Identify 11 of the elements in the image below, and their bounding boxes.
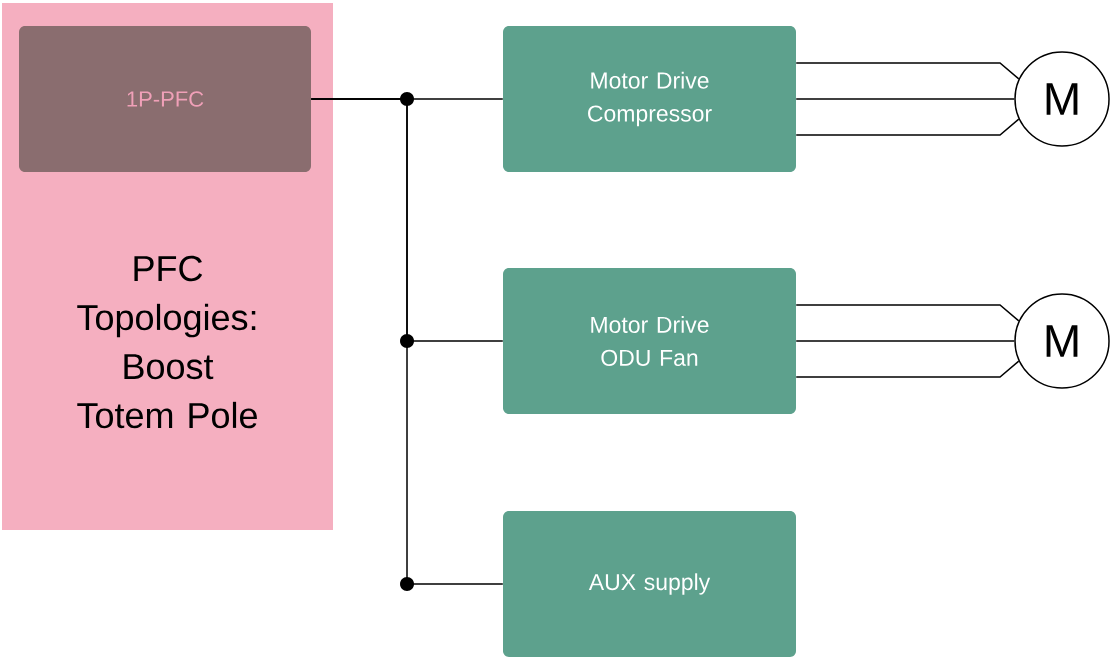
wire bbox=[795, 360, 1020, 378]
drive-block: AUX supply bbox=[503, 511, 796, 657]
wire bbox=[795, 62, 1020, 80]
wire bbox=[795, 118, 1020, 136]
pfc-block: 1P-PFC bbox=[19, 26, 311, 172]
wire bbox=[310, 98, 504, 585]
wire bbox=[795, 98, 1015, 100]
wire bbox=[795, 340, 1015, 342]
drive-block: Motor Drive ODU Fan bbox=[503, 268, 796, 414]
wire bbox=[795, 304, 1020, 322]
drive-block: Motor Drive Compressor bbox=[503, 26, 796, 172]
